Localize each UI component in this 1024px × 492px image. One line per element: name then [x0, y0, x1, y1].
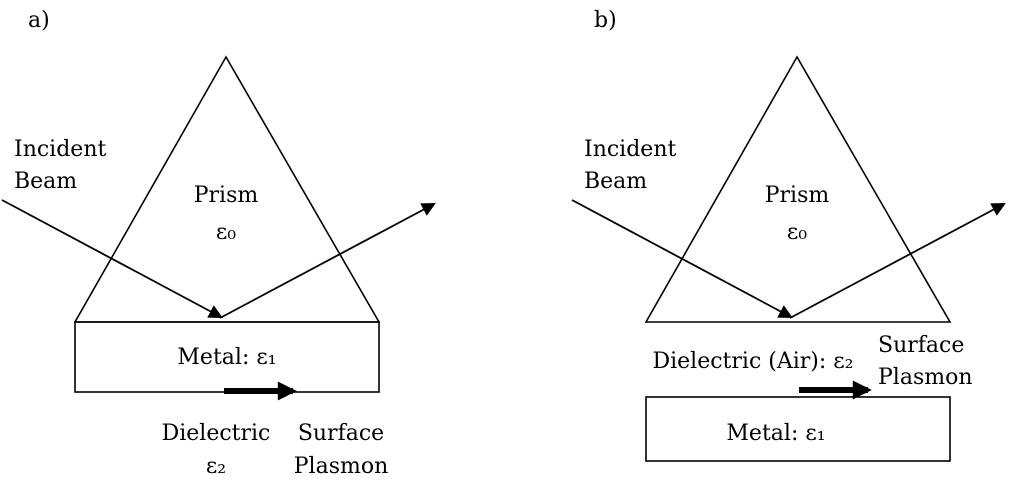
- reflected-beam-a-line: [219, 203, 436, 319]
- incident-beam-b-line: [571, 199, 793, 318]
- panel-a-label: a): [28, 8, 50, 33]
- dielectric-a-label-line1: Dielectric: [162, 421, 271, 446]
- incident-beam-a-label-line1: Incident: [14, 137, 106, 162]
- metal-b-rect: [645, 396, 951, 462]
- surface-plasmon-a-label-line1: Surface: [298, 421, 384, 446]
- metal-b-label: Metal: ε₁: [726, 421, 825, 446]
- panel-b-label: b): [594, 8, 617, 33]
- panel-a: a) Incident Beam Prism ε₀ Metal: ε₁ Diel…: [1, 8, 436, 479]
- metal-a-label: Metal: ε₁: [177, 345, 276, 370]
- dielectric-a-epsilon-label: ε₂: [206, 454, 226, 479]
- incident-beam-b-label-line1: Incident: [584, 137, 676, 162]
- incident-beam-b-label-line2: Beam: [584, 169, 647, 194]
- incident-beam-a-line: [1, 199, 223, 318]
- prism-b-label: Prism: [765, 183, 830, 208]
- prism-a-label: Prism: [194, 183, 259, 208]
- dielectric-b-label: Dielectric (Air): ε₂: [652, 349, 853, 374]
- surface-plasmon-b-label-line2: Plasmon: [878, 365, 973, 390]
- prism-b-triangle: [644, 55, 952, 323]
- surface-plasmon-b-label-line1: Surface: [878, 333, 964, 358]
- panel-b: b) Incident Beam Prism ε₀ Dielectric (Ai…: [571, 8, 1006, 462]
- prism-a-epsilon-label: ε₀: [216, 220, 236, 245]
- surface-plasmon-a-label-line2: Plasmon: [294, 454, 389, 479]
- incident-beam-a-label-line2: Beam: [14, 169, 77, 194]
- reflected-beam-b-line: [789, 203, 1006, 319]
- prism-b-epsilon-label: ε₀: [787, 220, 807, 245]
